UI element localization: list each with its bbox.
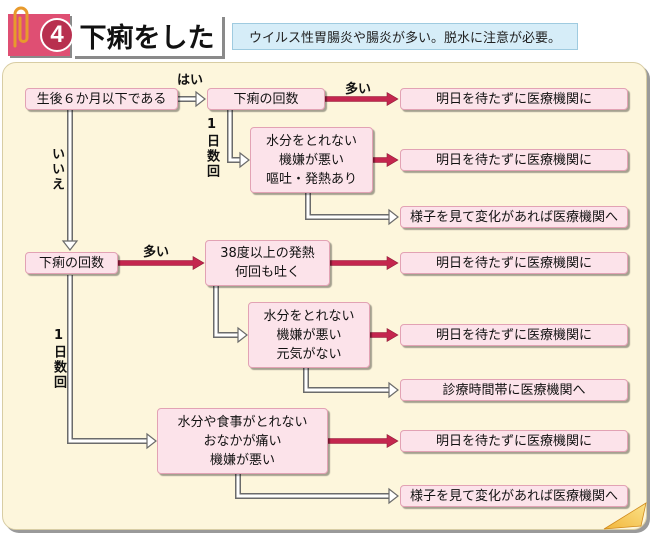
page-curl-decoration [603,502,647,530]
node-infant-symptoms: 水分をとれない 機嫌が悪い 嘔吐・発熱あり [250,127,373,193]
symptom-line: 水分や食事がとれない [177,414,308,430]
arrow-older-few-to-symptoms [67,275,157,450]
red-arrow-infant-many [324,91,399,107]
node-older-few-observe-result: 様子を見て変化があれば医療機関へ [400,485,628,507]
red-arrow-infant-symptoms [372,152,399,168]
arrow-age-to-older-frequency [61,110,79,251]
edge-label-few-older: 1日数回 [51,328,66,390]
symptom-line: おなかが痛い [203,433,282,449]
section-number: 4 [40,18,74,52]
symptom-line: 元気がない [276,346,342,362]
node-infant-many-result: 明日を待たずに医療機関に [400,88,628,110]
node-older-many-result: 明日を待たずに医療機関に [400,252,628,274]
node-older-many-other-result: 明日を待たずに医療機関に [400,324,628,346]
section-badge: 4 [8,14,74,56]
arrow-infant-few-to-symptoms [227,110,250,169]
edge-label-yes: はい [177,73,204,88]
node-older-many-other-symptoms: 水分をとれない 機嫌が悪い 元気がない [248,302,370,368]
node-older-many-clinic-result: 診療時間帯に医療機関へ [400,379,628,401]
node-older-many-symptoms: 38度以上の発熱 何回も吐く [205,240,330,286]
arrow-older-other-to-clinic [303,368,399,399]
paperclip-icon [13,6,29,48]
edge-label-no: いいえ [49,147,64,192]
red-arrow-older-few-symptoms [327,433,399,449]
arrow-older-many-to-other-symptoms [213,286,248,344]
arrow-older-few-symptoms-to-observe [235,474,399,505]
page-title: 下痢をした [72,14,222,56]
node-infant-frequency: 下痢の回数 [207,88,325,110]
symptom-line: 機嫌が悪い [276,327,342,343]
arrow-age-to-infant-frequency [178,90,206,108]
symptom-line: 何回も吐く [234,265,300,280]
node-age-check: 生後６か月以下である [25,88,178,110]
red-arrow-older-other-symptoms [369,327,399,343]
node-infant-observe-result: 様子を見て変化があれば医療機関へ [400,206,628,228]
symptom-line: 水分をとれない [265,133,357,149]
edge-label-many-infant: 多い [345,82,372,97]
node-older-few-symptoms: 水分や食事がとれない おなかが痛い 機嫌が悪い [157,408,328,474]
edge-label-few-infant: 1日数回 [204,117,219,179]
red-arrow-fever-vomit [329,255,399,271]
symptom-line: 38度以上の発熱 [220,246,315,261]
symptom-line: 水分をとれない [263,308,355,324]
node-infant-symptoms-result: 明日を待たずに医療機関に [400,149,628,171]
arrow-infant-symptoms-to-observe [305,193,399,226]
symptom-line: 嘔吐・発熱あり [265,171,357,187]
edge-label-many-older: 多い [143,245,170,260]
node-older-few-result: 明日を待たずに医療機関に [400,430,628,452]
red-arrow-older-many [117,255,205,271]
symptom-line: 機嫌が悪い [278,152,344,168]
node-older-frequency: 下痢の回数 [25,252,118,274]
symptom-line: 機嫌が悪い [209,452,275,468]
note-box: ウイルス性胃腸炎や腸炎が多い。脱水に注意が必要。 [232,23,578,50]
